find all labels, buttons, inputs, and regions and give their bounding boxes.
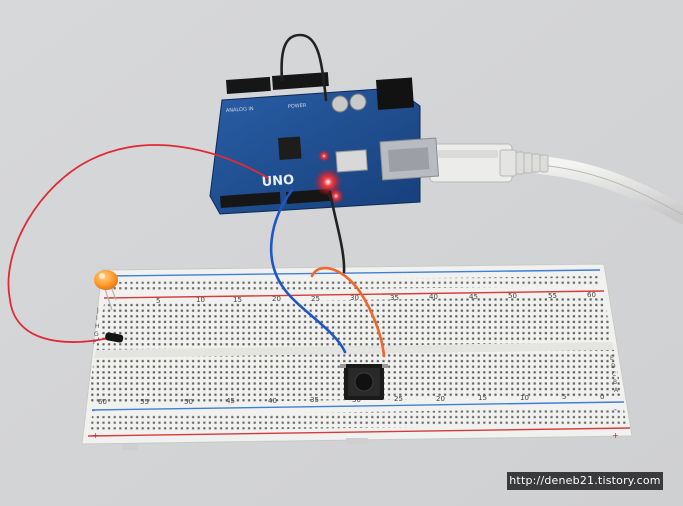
bb-num: 20 [272, 295, 281, 303]
bb-num: 40 [429, 293, 438, 301]
bb-num: 25 [394, 395, 403, 403]
bb-num: 20 [436, 395, 445, 403]
board-logo: UNO [261, 173, 294, 190]
watermark-label: http://deneb21.tistory.com [507, 472, 663, 490]
board-power-label: POWER [288, 103, 307, 110]
bb-letter: I [96, 315, 98, 322]
bb-num: 0 [600, 393, 604, 401]
bb-letter: D [611, 363, 616, 370]
bb-letter: F [93, 339, 97, 346]
bb-letter: H [95, 323, 100, 330]
bb-num: 15 [233, 296, 242, 304]
rail-minus-label: - [92, 406, 95, 415]
bb-num: 55 [548, 292, 557, 300]
bb-letter: J [96, 307, 99, 314]
bb-letter: C [612, 371, 616, 378]
bb-num: 5 [562, 393, 566, 401]
orange-wire [310, 266, 386, 358]
bb-num: 30 [350, 294, 359, 302]
bb-letter: A [614, 387, 619, 394]
bb-num: 50 [184, 398, 193, 406]
rail-minus-label: - [614, 405, 617, 414]
bb-num: 5 [156, 297, 160, 305]
bb-num: 60 [98, 398, 107, 406]
push-button [340, 364, 388, 400]
bb-num: 55 [140, 398, 149, 406]
bb-letter: G [94, 331, 99, 338]
breadboard [81, 263, 633, 445]
bb-num: 50 [508, 292, 517, 300]
bb-letter: E [610, 355, 614, 362]
bb-num: 35 [390, 294, 399, 302]
black-wire [328, 190, 346, 274]
bb-num: 10 [196, 296, 205, 304]
bb-num: 45 [469, 293, 478, 301]
rail-plus-label: + [612, 431, 619, 440]
orange-led [94, 270, 118, 311]
bb-num: 60 [587, 291, 596, 299]
bb-num: 25 [311, 295, 320, 303]
bb-num: 40 [268, 397, 277, 405]
rail-plus-label: + [92, 431, 99, 440]
bb-num: 10 [520, 394, 529, 402]
black-jumper-top [280, 33, 328, 102]
board-analog-label: ANALOG IN [226, 106, 254, 114]
bb-num: 15 [478, 394, 487, 402]
breadboard-right-letters: A B C D E [610, 355, 619, 394]
arduino-board: UNO ANALOG IN POWER [209, 72, 440, 215]
bb-letter: B [613, 379, 617, 386]
red-wire [7, 144, 269, 343]
breadboard-top-numbers: 5 10 15 20 25 30 35 40 45 50 55 60 [156, 291, 596, 305]
usb-plug [429, 143, 549, 183]
bb-num: 35 [310, 396, 319, 404]
blue-wire [269, 188, 347, 354]
breadboard-left-letters: J I H G F [93, 307, 100, 346]
bb-num: 45 [226, 397, 235, 405]
